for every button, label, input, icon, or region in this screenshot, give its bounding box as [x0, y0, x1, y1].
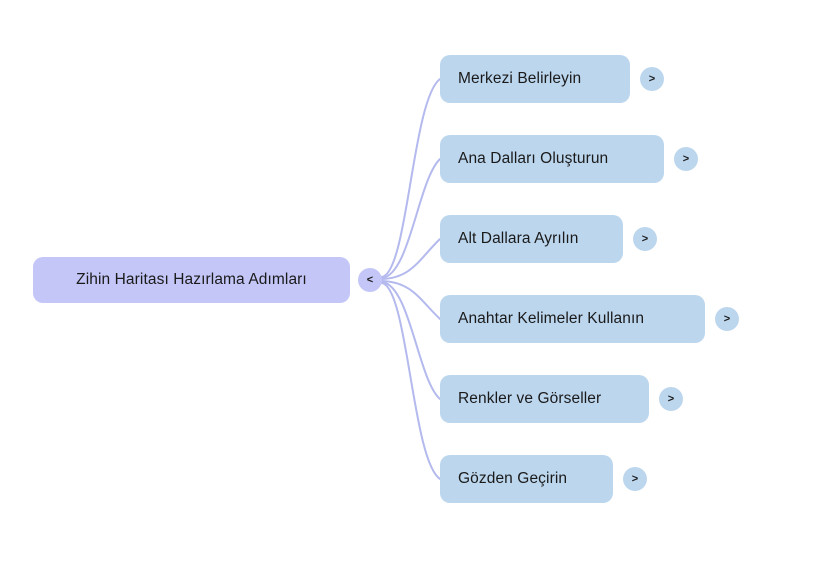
chevron-right-icon: >: [682, 152, 690, 165]
connector-line: [381, 78, 441, 278]
child-node-label: Renkler ve Görseller: [458, 390, 602, 408]
child-expand-toggle-4[interactable]: >: [715, 307, 739, 331]
root-collapse-toggle[interactable]: <: [358, 268, 382, 292]
chevron-right-icon: >: [631, 472, 639, 485]
child-node-merkezi-belirleyin[interactable]: Merkezi Belirleyin: [440, 55, 630, 103]
connector-line: [381, 281, 441, 400]
chevron-right-icon: >: [641, 232, 649, 245]
chevron-left-icon: <: [366, 273, 374, 286]
chevron-right-icon: >: [648, 72, 656, 85]
child-node-gozden-gecirin[interactable]: Gözden Geçirin: [440, 455, 613, 503]
child-expand-toggle-5[interactable]: >: [659, 387, 683, 411]
connector-line: [381, 238, 441, 280]
child-node-label: Merkezi Belirleyin: [458, 70, 582, 88]
child-expand-toggle-1[interactable]: >: [640, 67, 664, 91]
child-node-label: Ana Dalları Oluşturun: [458, 150, 609, 168]
child-node-label: Alt Dallara Ayrılın: [458, 230, 579, 248]
child-expand-toggle-2[interactable]: >: [674, 147, 698, 171]
child-node-label: Gözden Geçirin: [458, 470, 568, 488]
chevron-right-icon: >: [723, 312, 731, 325]
child-expand-toggle-6[interactable]: >: [623, 467, 647, 491]
connector-line: [381, 282, 441, 480]
child-node-anahtar-kelimeler-kullanin[interactable]: Anahtar Kelimeler Kullanın: [440, 295, 705, 343]
root-node-label: Zihin Haritası Hazırlama Adımları: [76, 271, 307, 289]
connector-line: [381, 158, 441, 279]
child-node-label: Anahtar Kelimeler Kullanın: [458, 310, 645, 328]
connector-line: [381, 280, 441, 320]
child-node-alt-dallara-ayrilin[interactable]: Alt Dallara Ayrılın: [440, 215, 623, 263]
root-node[interactable]: Zihin Haritası Hazırlama Adımları: [33, 257, 350, 303]
child-node-ana-dallari-olusturun[interactable]: Ana Dalları Oluşturun: [440, 135, 664, 183]
chevron-right-icon: >: [667, 392, 675, 405]
child-node-renkler-ve-gorseller[interactable]: Renkler ve Görseller: [440, 375, 649, 423]
child-expand-toggle-3[interactable]: >: [633, 227, 657, 251]
